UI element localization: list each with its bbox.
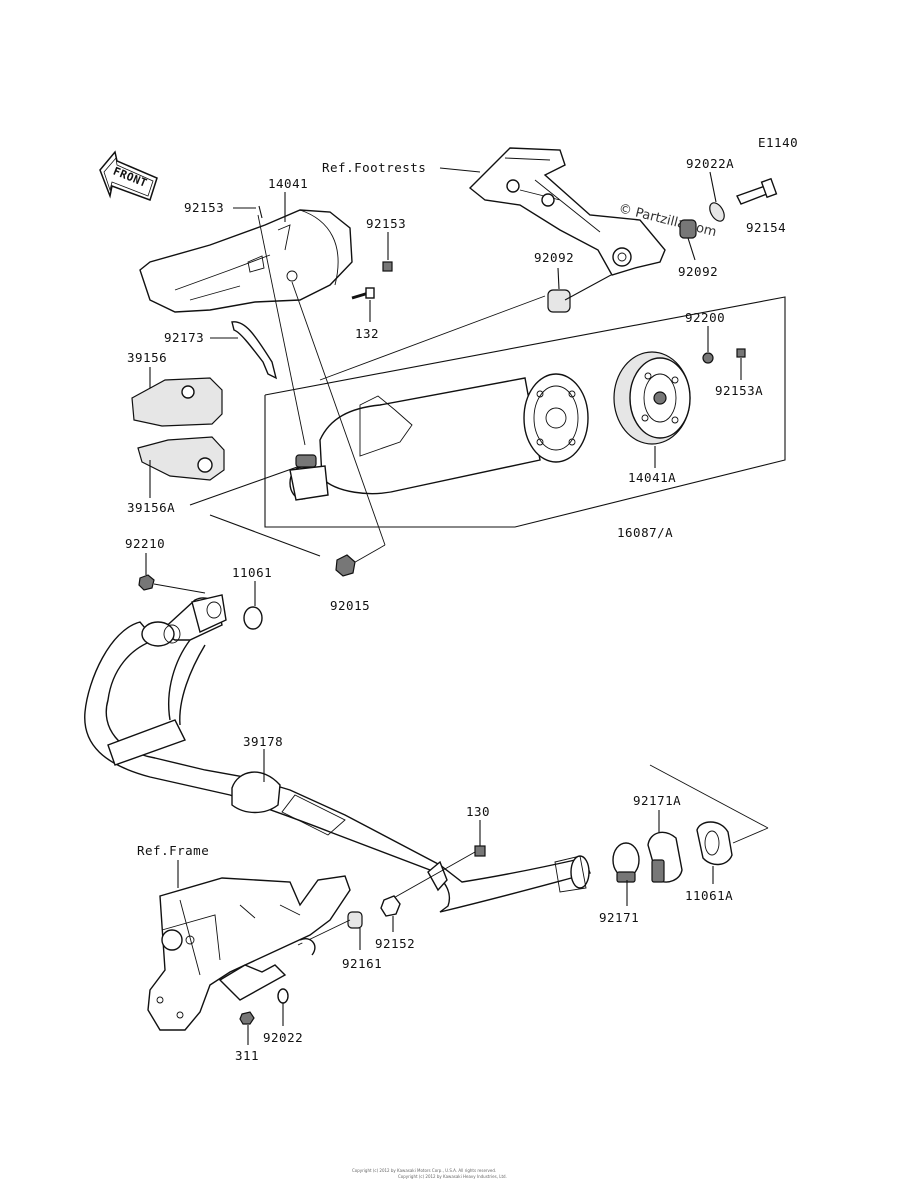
label-14041: 14041 (268, 176, 308, 191)
label-39156: 39156 (127, 350, 167, 365)
footrest-bracket (439, 147, 666, 276)
label-ref-frame: Ref.Frame (137, 843, 209, 858)
part-92171-clamp (612, 842, 640, 883)
label-ref-footrests: Ref.Footrests (322, 160, 426, 175)
label-311: 311 (235, 1048, 259, 1063)
label-92200: 92200 (685, 310, 725, 325)
part-92022a-washer (709, 202, 725, 222)
label-39156a: 39156A (127, 500, 175, 515)
label-11061: 11061 (232, 565, 272, 580)
label-92015: 92015 (330, 598, 370, 613)
front-arrow-icon: FRONT (99, 150, 158, 201)
diagram-code: E1140 (758, 135, 798, 150)
copyright-line-2: Copyright (c) 2012 by Kawasaki Heavy Ind… (398, 1174, 507, 1179)
label-130: 130 (466, 804, 490, 819)
part-92173-clamp (231, 321, 278, 380)
part-14041-heat-cover (139, 209, 353, 313)
label-92152: 92152 (375, 936, 415, 951)
part-92154-bolt (736, 177, 778, 205)
part-92161-rubber (347, 911, 363, 929)
part-92210-nut (138, 574, 155, 591)
part-92171a-clamp (647, 831, 683, 883)
part-311-nut (239, 1011, 255, 1025)
part-92200-washer (702, 352, 714, 364)
label-92173: 92173 (164, 330, 204, 345)
frame-bracket (147, 875, 351, 1031)
part-muffler-end-plate (523, 373, 589, 463)
label-14041a: 14041A (628, 470, 676, 485)
label-92154: 92154 (746, 220, 786, 235)
part-132-bolt (351, 287, 375, 300)
label-92153-a: 92153 (184, 200, 224, 215)
part-92153-bolt (382, 261, 393, 272)
part-92022-washer (277, 988, 289, 1004)
part-39156-pad (131, 377, 223, 427)
label-92171: 92171 (599, 910, 639, 925)
label-11061a: 11061A (685, 888, 733, 903)
label-92092-b: 92092 (678, 264, 718, 279)
part-92152-collar (380, 895, 401, 917)
label-16087a: 16087/A (617, 525, 673, 540)
label-92161: 92161 (342, 956, 382, 971)
part-11061a-gasket (696, 821, 733, 866)
copyright-line-1: Copyright (c) 2012 by Kawasaki Motors Co… (352, 1168, 496, 1173)
label-92153-b: 92153 (366, 216, 406, 231)
label-92210: 92210 (125, 536, 165, 551)
part-92092-rubber-upper (679, 219, 697, 239)
label-92153a: 92153A (715, 383, 763, 398)
part-39178-exhaust-pipe (84, 594, 591, 913)
part-11061-gasket (243, 606, 263, 630)
muffler-assembly-outline (189, 296, 786, 557)
part-14041a-end-cover (613, 351, 691, 445)
part-130-bolt (474, 845, 486, 857)
label-92022a: 92022A (686, 156, 734, 171)
part-16087-muffler (289, 377, 541, 501)
label-92092-a: 92092 (534, 250, 574, 265)
part-92092-rubber-lower (547, 289, 571, 313)
part-39156a-pad (137, 436, 225, 481)
part-92015-nut (335, 554, 356, 577)
label-39178: 39178 (243, 734, 283, 749)
label-132: 132 (355, 326, 379, 341)
label-92171a: 92171A (633, 793, 681, 808)
part-92153a-bolt (736, 348, 746, 358)
label-92022: 92022 (263, 1030, 303, 1045)
